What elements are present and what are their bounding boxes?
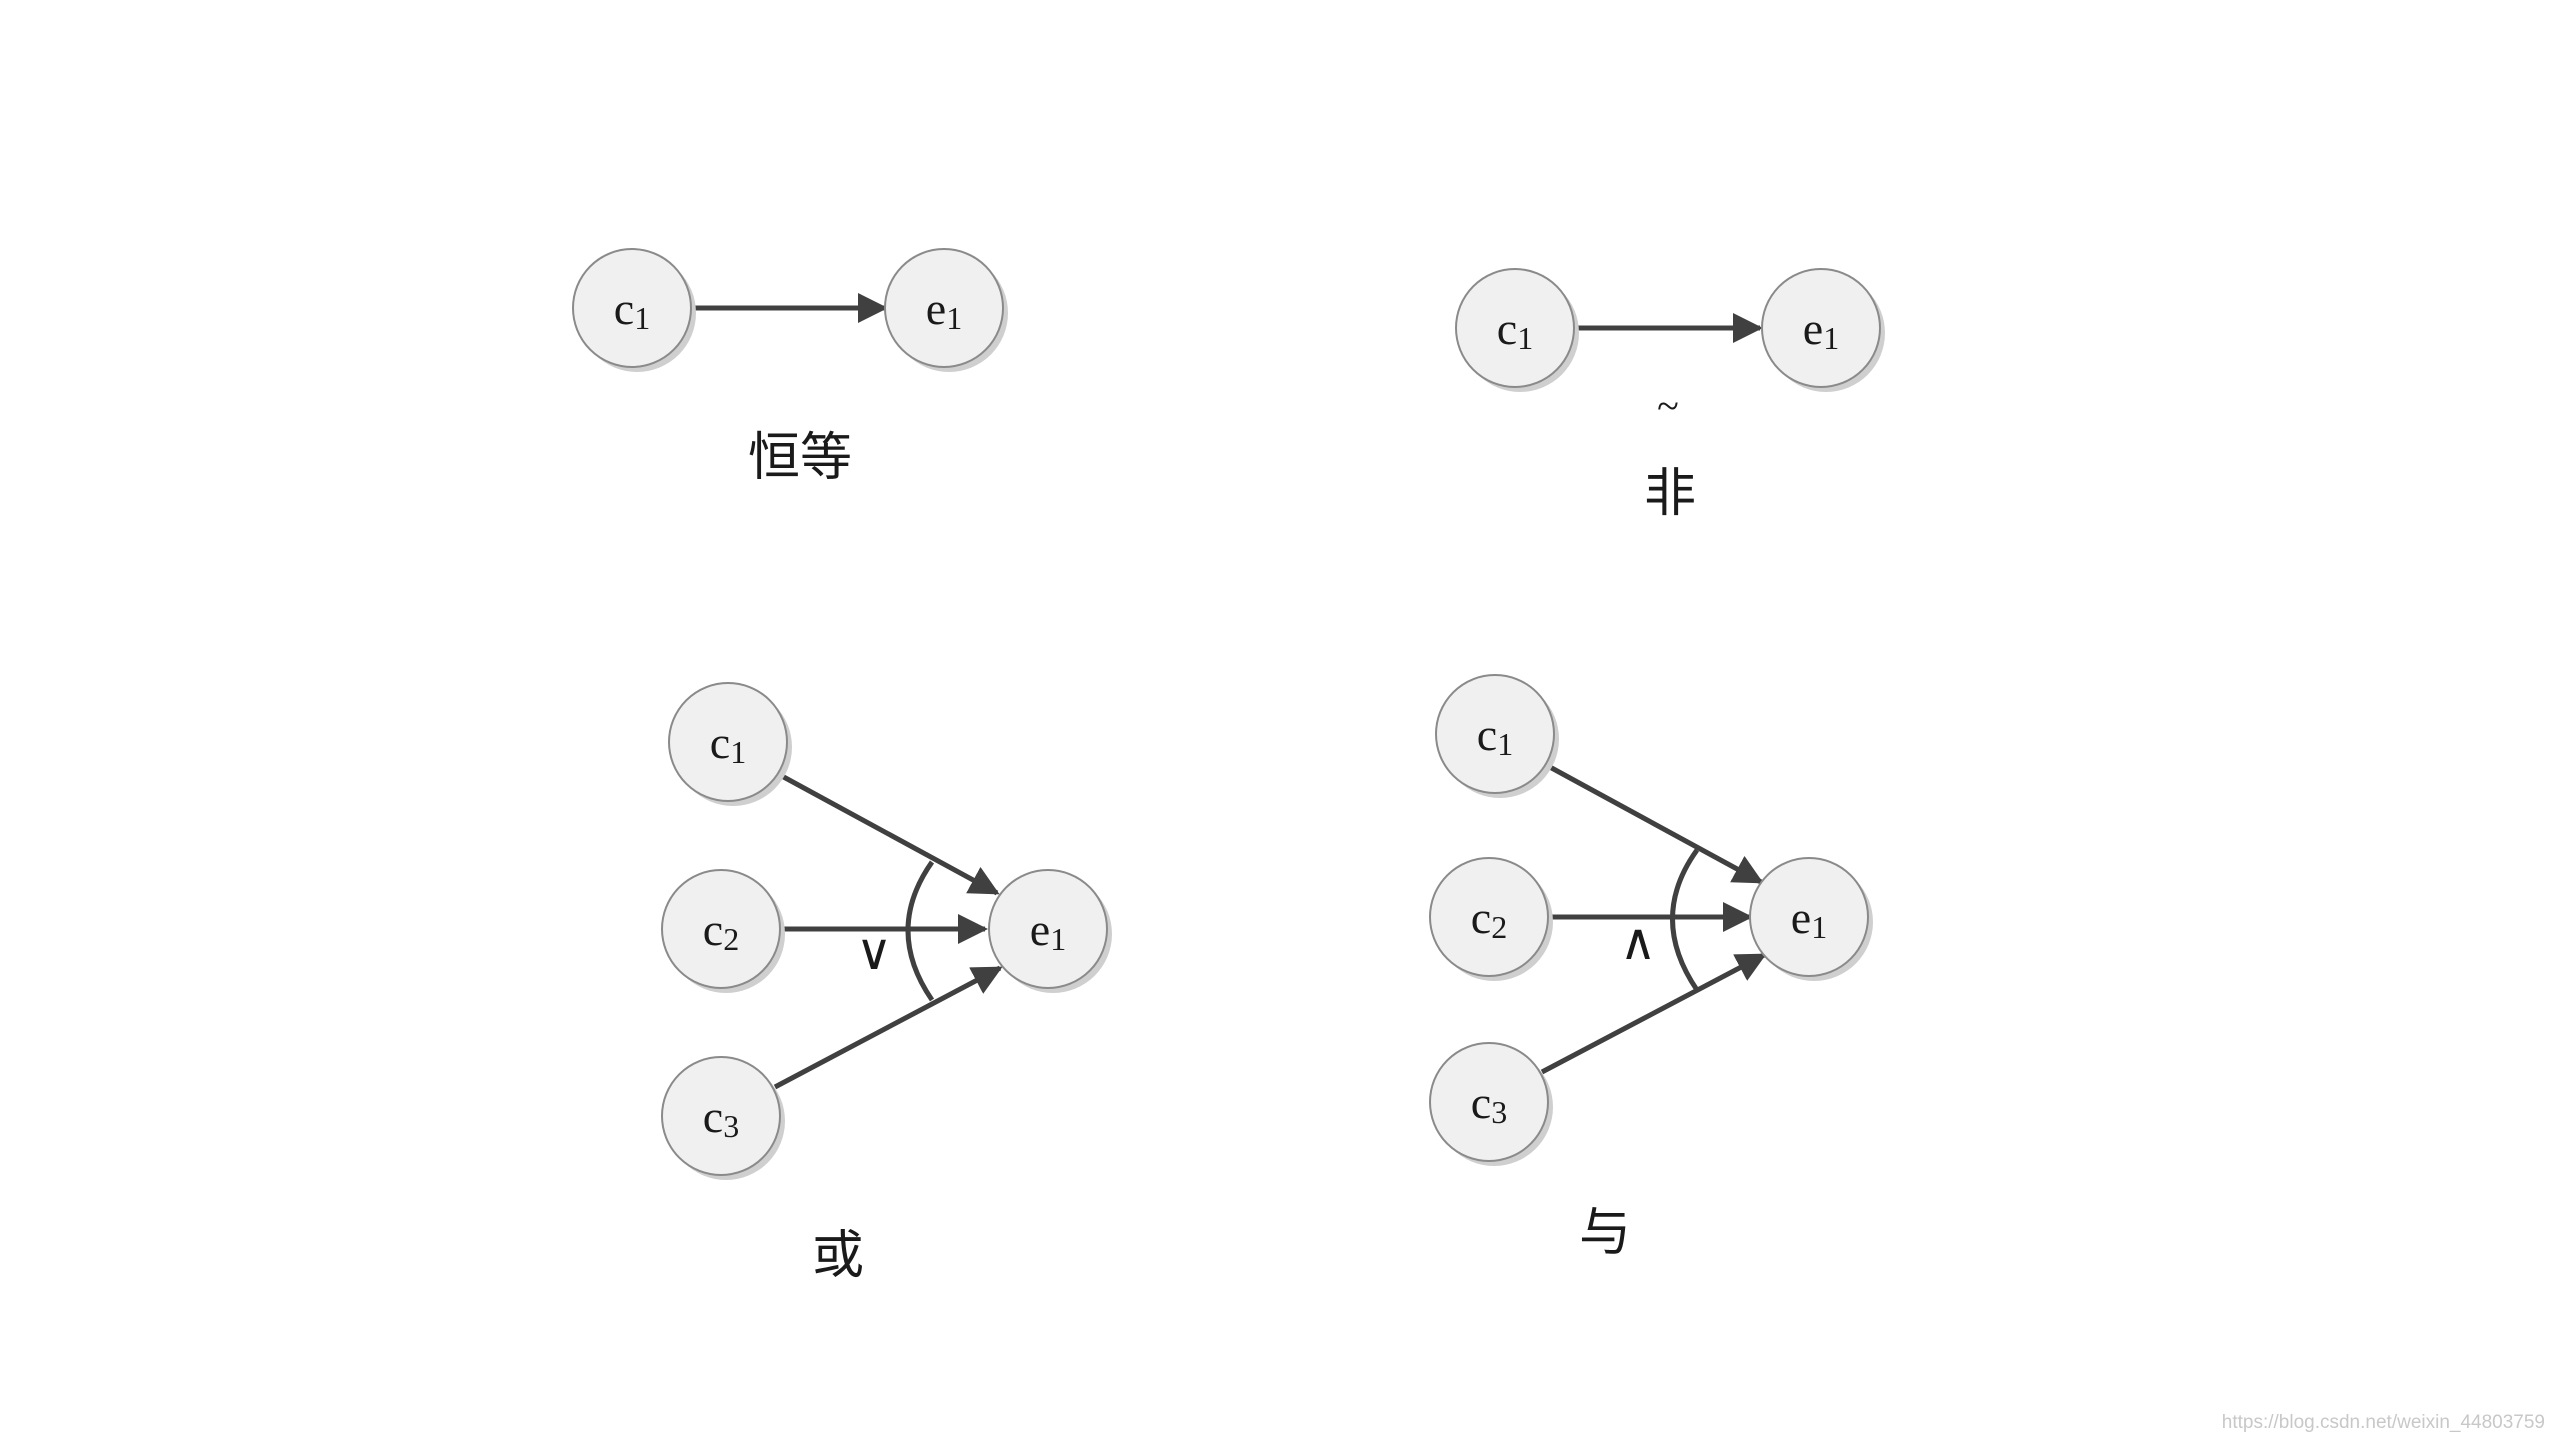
svg-text:e1: e1	[1791, 892, 1827, 946]
and-diagram: c1 c2 c3 e1 ∧ 与	[1429, 674, 1873, 1263]
svg-text:c3: c3	[1471, 1077, 1507, 1131]
svg-text:c1: c1	[710, 717, 746, 771]
svg-text:c1: c1	[1497, 303, 1533, 357]
identity-node-c1: c1	[572, 248, 696, 372]
or-node-c2: c2	[661, 869, 785, 993]
or-edge-c3-e1	[773, 965, 1003, 1090]
or-node-c1: c1	[668, 682, 792, 806]
or-operator-symbol: ∨	[856, 924, 893, 980]
svg-text:e1: e1	[1030, 904, 1066, 958]
and-node-e1: e1	[1749, 857, 1873, 981]
and-label: 与	[1579, 1203, 1631, 1263]
or-arc	[905, 860, 935, 1002]
watermark-url: https://blog.csdn.net/weixin_44803759	[2222, 1412, 2545, 1433]
and-node-c3: c3	[1429, 1042, 1553, 1166]
identity-label: 恒等	[748, 428, 852, 488]
not-node-c1: c1	[1455, 268, 1579, 392]
svg-text:c2: c2	[1471, 892, 1507, 946]
not-operator-tilde: ~	[1657, 384, 1679, 429]
svg-text:e1: e1	[1803, 303, 1839, 357]
identity-node-e1: e1	[884, 248, 1008, 372]
identity-diagram: c1 e1 恒等	[572, 248, 1008, 488]
and-arc	[1670, 848, 1700, 992]
and-node-c1: c1	[1435, 674, 1559, 798]
or-node-c3: c3	[661, 1056, 785, 1180]
and-node-c2: c2	[1429, 857, 1553, 981]
and-operator-symbol: ∧	[1620, 914, 1657, 970]
or-node-e1: e1	[988, 869, 1112, 993]
svg-text:c1: c1	[614, 283, 650, 337]
svg-text:c1: c1	[1477, 709, 1513, 763]
svg-text:c2: c2	[703, 904, 739, 958]
or-diagram: c1 c2 c3 e1 ∨ 或	[661, 682, 1112, 1286]
and-edge-c1-e1	[1546, 763, 1764, 885]
svg-text:c3: c3	[703, 1091, 739, 1145]
not-node-e1: e1	[1761, 268, 1885, 392]
svg-text:e1: e1	[926, 283, 962, 337]
not-diagram: c1 e1 ~ 非	[1455, 268, 1885, 524]
not-label: 非	[1644, 464, 1696, 524]
or-edge-c1-e1	[778, 772, 1000, 896]
and-edge-c3-e1	[1540, 952, 1767, 1075]
or-label: 或	[812, 1226, 864, 1286]
